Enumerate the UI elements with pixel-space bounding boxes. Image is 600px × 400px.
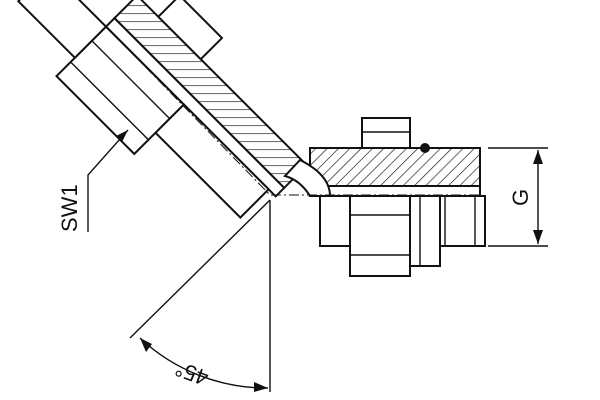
angle-label: 45° — [172, 356, 212, 391]
o-ring — [420, 143, 430, 153]
upper-nut — [361, 117, 411, 149]
elbow-nut-upper — [156, 0, 224, 61]
hex-nut — [349, 195, 411, 277]
thread-end — [439, 195, 486, 247]
sw1-dimension: SW1 — [57, 129, 129, 232]
body-lower — [319, 195, 351, 247]
angle-dimension: 45° — [129, 199, 271, 392]
locknut — [409, 195, 441, 267]
tube-end — [16, 0, 108, 60]
g-dimension: G — [488, 147, 548, 247]
elbow-bend — [283, 158, 332, 197]
sw1-label: SW1 — [57, 184, 82, 232]
elbow-leg — [16, 0, 309, 219]
centerline — [94, 14, 480, 196]
straight-body — [309, 117, 486, 277]
body-section-upper — [309, 147, 481, 187]
g-label: G — [508, 189, 533, 206]
